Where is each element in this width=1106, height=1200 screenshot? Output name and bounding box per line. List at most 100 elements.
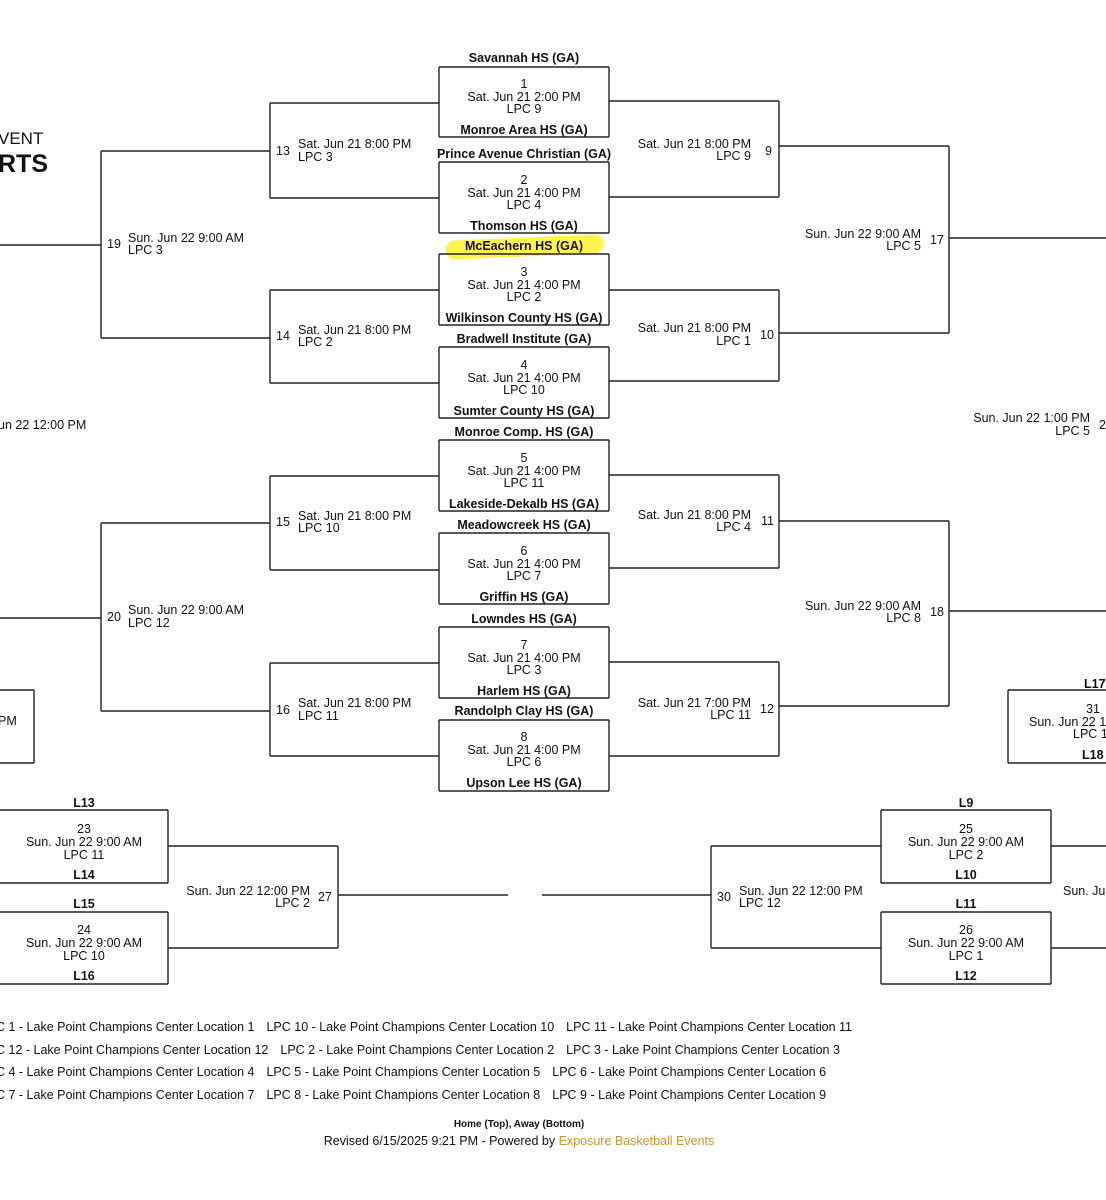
round1-boxes	[438, 66, 610, 792]
game1-time: Sat. Jun 21 2:00 PM	[467, 90, 581, 104]
game24-location: LPC 10	[63, 949, 105, 963]
legend-row-3: C 4 - Lake Point Champions Center Locati…	[0, 1065, 838, 1079]
game4-home-team: Bradwell Institute (GA)	[456, 332, 592, 346]
game7-home-team: Lowndes HS (GA)	[471, 612, 577, 626]
game5-time: Sat. Jun 21 4:00 PM	[467, 464, 581, 478]
game4-away-team: Sumter County HS (GA)	[453, 404, 595, 418]
game23-home-team: L13	[73, 796, 95, 810]
game15-number: 15	[276, 515, 290, 529]
game4-location: LPC 10	[503, 383, 545, 397]
game10-time: Sat. Jun 21 8:00 PM	[637, 321, 751, 335]
game24-time: Sun. Jun 22 9:00 AM	[25, 936, 143, 950]
game20-location: LPC 12	[128, 616, 170, 630]
game3-away-team: Wilkinson County HS (GA)	[445, 311, 603, 325]
game2-location: LPC 4	[506, 198, 542, 212]
game12-location: LPC 11	[710, 708, 751, 722]
game24-away-team: L16	[73, 969, 95, 983]
game8-location: LPC 6	[506, 755, 542, 769]
game18-time: Sun. Jun 22 9:00 AM	[804, 599, 921, 613]
legend-item: LPC 2 - Lake Point Champions Center Loca…	[280, 1043, 555, 1057]
game9-location: LPC 9	[716, 149, 751, 163]
right-round2-brackets	[609, 100, 780, 757]
game13-number: 13	[276, 144, 290, 158]
game19-location: LPC 3	[128, 243, 163, 257]
legend-item: LPC 10 - Lake Point Champions Center Loc…	[266, 1020, 555, 1034]
game7-time: Sat. Jun 21 4:00 PM	[467, 651, 581, 665]
legend-item: LPC 9 - Lake Point Champions Center Loca…	[552, 1088, 827, 1102]
game20-time: Sun. Jun 22 9:00 AM	[128, 603, 245, 617]
game18-number: 18	[930, 605, 944, 619]
game26-location: LPC 1	[948, 949, 984, 963]
game11-number: 11	[761, 514, 774, 528]
left-round2-brackets	[269, 102, 439, 757]
game30-time: Sun. Jun 22 12:00 PM	[739, 884, 863, 898]
game13-location: LPC 3	[298, 150, 333, 164]
game6-number: 6	[520, 544, 528, 558]
game4-number: 4	[520, 358, 528, 372]
revised-text: Revised 6/15/2025 9:21 PM - Powered by	[323, 1134, 559, 1148]
game26-home-team: L11	[955, 897, 977, 911]
game31-home-team: L17	[1084, 677, 1106, 691]
game7-location: LPC 3	[506, 663, 542, 677]
legend-row-4: C 7 - Lake Point Champions Center Locati…	[0, 1088, 838, 1102]
game26-time: Sun. Jun 22 9:00 AM	[907, 936, 1025, 950]
legend-item: C 7 - Lake Point Champions Center Locati…	[0, 1088, 255, 1102]
revised-line: Revised 6/15/2025 9:21 PM - Powered by E…	[269, 1135, 769, 1148]
game12-number: 12	[760, 702, 774, 716]
game2-number: 2	[520, 173, 528, 187]
game8-time: Sat. Jun 21 4:00 PM	[467, 743, 581, 757]
game20-number: 20	[107, 610, 121, 624]
game30-location: LPC 12	[739, 896, 781, 910]
game6-time: Sat. Jun 21 4:00 PM	[467, 557, 581, 571]
game6-home-team: Meadowcreek HS (GA)	[457, 518, 591, 532]
game5-away-team: Lakeside-Dekalb HS (GA)	[448, 497, 600, 511]
game23-number: 23	[77, 822, 91, 836]
game4-time: Sat. Jun 21 4:00 PM	[467, 371, 581, 385]
game14-number: 14	[276, 329, 290, 343]
game25-location: LPC 2	[948, 848, 984, 862]
left-partial-box	[0, 689, 35, 764]
game30-number: 30	[717, 890, 731, 904]
game5-location: LPC 11	[503, 476, 545, 490]
legend-item: LPC 3 - Lake Point Champions Center Loca…	[566, 1043, 840, 1057]
game25-number: 25	[959, 822, 973, 836]
game24-number: 24	[77, 923, 91, 937]
game3-number: 3	[520, 265, 528, 279]
game1-away-team: Monroe Area HS (GA)	[460, 123, 588, 137]
game13-time: Sat. Jun 21 8:00 PM	[298, 137, 412, 151]
game27-time: Sun. Jun 22 12:00 PM	[186, 884, 310, 898]
game8-away-team: Upson Lee HS (GA)	[466, 776, 582, 790]
game9-time: Sat. Jun 21 8:00 PM	[637, 137, 751, 151]
right-semifinal-number: 2	[1099, 418, 1106, 432]
legend-item: LPC 5 - Lake Point Champions Center Loca…	[266, 1065, 541, 1079]
game31-away-team: L18	[1082, 748, 1104, 762]
legend-item: C 4 - Lake Point Champions Center Locati…	[0, 1065, 255, 1079]
game10-location: LPC 1	[716, 334, 751, 348]
game31-location: LPC 1	[1073, 727, 1106, 741]
game1-home-team: Savannah HS (GA)	[468, 51, 580, 65]
game6-location: LPC 7	[506, 569, 542, 583]
team-highlight	[445, 234, 604, 260]
game10-number: 10	[760, 328, 774, 342]
game8-number: 8	[520, 730, 528, 744]
left-box-time: PM	[0, 714, 17, 728]
legend-row-2: C 12 - Lake Point Champions Center Locat…	[0, 1043, 852, 1057]
game25-time: Sun. Jun 22 9:00 AM	[907, 835, 1025, 849]
game23-time: Sun. Jun 22 9:00 AM	[25, 835, 143, 849]
powered-by-link[interactable]: Exposure Basketball Events	[558, 1134, 715, 1148]
legend-item: C 1 - Lake Point Champions Center Locati…	[0, 1020, 255, 1034]
game15-time: Sat. Jun 21 8:00 PM	[298, 509, 412, 523]
game7-away-team: Harlem HS (GA)	[477, 684, 571, 698]
legend-row-1: C 1 - Lake Point Champions Center Locati…	[0, 1020, 864, 1034]
legend-item: LPC 6 - Lake Point Champions Center Loca…	[552, 1065, 827, 1079]
game25-away-team: L10	[955, 868, 977, 882]
game6-away-team: Griffin HS (GA)	[479, 590, 569, 604]
game14-location: LPC 2	[298, 335, 333, 349]
game3-home-team: McEachern HS (GA)	[464, 239, 584, 253]
game3-time: Sat. Jun 21 4:00 PM	[467, 278, 581, 292]
game5-number: 5	[520, 451, 528, 465]
game17-location: LPC 5	[886, 239, 921, 253]
game31-box	[1007, 689, 1106, 764]
page-title-line2: RTS	[0, 150, 48, 178]
